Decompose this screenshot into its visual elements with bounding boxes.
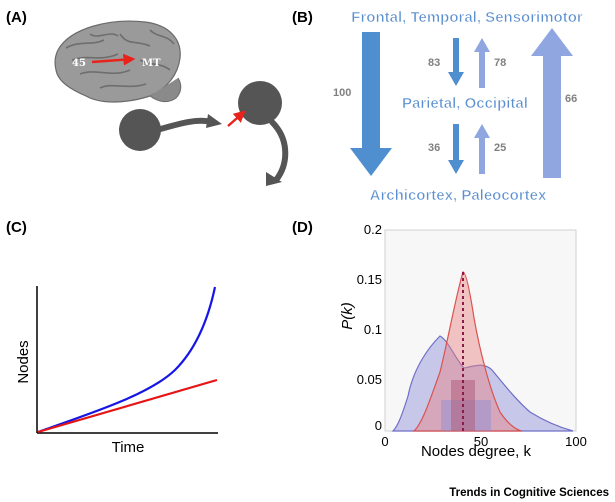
value-bottom-top: 66 <box>565 93 577 105</box>
arrow-top-to-bottom <box>350 32 392 176</box>
arrow-bottom-to-top <box>531 28 573 178</box>
c-exponential-curve <box>37 286 217 434</box>
brain-label-mt: MT <box>142 58 161 69</box>
d-ytick-0.05: 0.05 <box>357 372 382 387</box>
brain-label-45: 45 <box>72 58 86 69</box>
arrow-top-to-middle <box>448 38 464 86</box>
d-xtick-50: 50 <box>474 434 488 449</box>
d-ytick-0: 0 <box>375 418 382 433</box>
journal-footer: Trends in Cognitive Sciences <box>449 487 609 499</box>
c-y-label: Nodes <box>15 340 32 383</box>
panel-b-label: (B) <box>292 9 313 26</box>
d-ytick-0.15: 0.15 <box>357 272 382 287</box>
d-red-distribution <box>412 271 523 432</box>
panel-d-label: (D) <box>292 219 313 236</box>
d-ytick-0.2: 0.2 <box>364 222 382 237</box>
synapse-arrow <box>227 110 246 127</box>
panel-c-label: (C) <box>6 219 27 236</box>
c-linear-line <box>37 378 218 434</box>
panel-a-label: (A) <box>6 9 27 26</box>
region-middle: Parietal, Occipital <box>402 95 528 112</box>
d-y-label: P(k) <box>339 302 356 330</box>
value-middle-top: 78 <box>494 57 506 69</box>
value-top-middle: 83 <box>428 57 440 69</box>
axon-left-head <box>206 114 222 128</box>
axon-right-head <box>266 172 282 186</box>
c-x-label: Time <box>112 439 145 456</box>
d-xtick-100: 100 <box>565 434 587 449</box>
brain-connection-arrow <box>91 53 136 66</box>
d-ytick-0.1: 0.1 <box>364 322 382 337</box>
node-right <box>238 81 282 125</box>
arrow-middle-to-top <box>474 38 490 88</box>
value-top-bottom: 100 <box>333 87 351 99</box>
node-left <box>119 109 161 151</box>
arrow-bottom-to-middle <box>474 124 490 174</box>
axon-right <box>269 119 289 183</box>
d-xtick-0: 0 <box>381 434 388 449</box>
value-middle-bottom: 36 <box>428 142 440 154</box>
monkey-brain <box>54 20 182 103</box>
arrow-middle-to-bottom <box>448 124 464 174</box>
value-bottom-middle: 25 <box>494 142 506 154</box>
region-top: Frontal, Temporal, Sensorimotor <box>351 9 583 26</box>
region-bottom: Archicortex, Paleocortex <box>370 187 547 204</box>
d-x-label: Nodes degree, k <box>421 443 532 460</box>
d-plot-area <box>384 229 577 432</box>
network-schematic <box>119 81 289 186</box>
